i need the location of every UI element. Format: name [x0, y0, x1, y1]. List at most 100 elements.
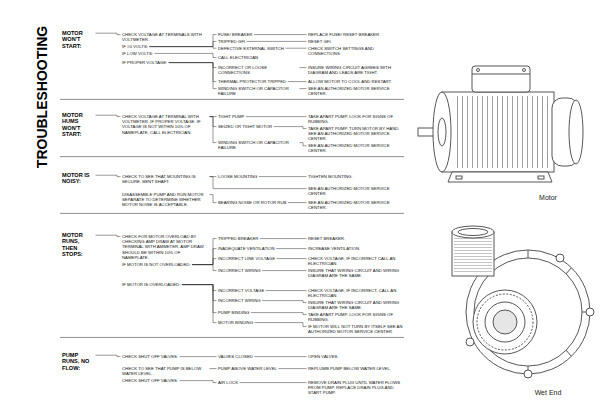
step-text: TIGHT PUMP — [218, 114, 244, 119]
motor-drawing — [418, 66, 583, 182]
connector-line — [192, 249, 216, 265]
connector-line — [288, 81, 307, 82]
section-divider — [60, 213, 404, 214]
connector-line — [180, 381, 217, 383]
connector-line — [255, 323, 307, 327]
connector-line — [254, 34, 307, 35]
cause-text: TRIPPED GFI — [218, 39, 245, 44]
connector-line — [300, 143, 307, 146]
remedy-text: CHECK SWITCH SETTINGS AND CONNECTIONS. — [308, 46, 404, 56]
step-text: CHECK SWITCH SETTINGS AND CONNECTIONS. — [308, 46, 404, 56]
connector-line — [210, 195, 217, 203]
connector-line — [251, 313, 307, 315]
connector-line — [192, 239, 216, 265]
step-text: TAKE APART PUMP, LOOK FOR SIGNS OF RUBBI… — [308, 114, 404, 124]
connector-line — [169, 63, 217, 68]
cause-text: INCORRECT WIRING — [218, 298, 261, 303]
check-step: IF MOTOR IS OVERLOADED: — [122, 282, 180, 287]
cause-text: INCORRECT WIRING — [218, 268, 261, 273]
step-text: INSURE THAT WIRING CIRCUIT AND WIRING DI… — [308, 268, 404, 278]
section-heading: MOTOR RUNS, THEN STOPS: — [62, 232, 94, 258]
section-heading: MOTOR IS NOISY: — [62, 172, 94, 185]
step-text: MOTOR HUMS WON'T START: — [62, 112, 94, 138]
cause-text: TIGHT PUMP — [218, 114, 244, 119]
step-text: SEE AN AUTHORIZED MOTOR SERVICE CENTER. — [308, 200, 404, 210]
remedy-text: CHECK VOLTAGE, IF INCORRECT CALL AN ELEC… — [308, 256, 404, 266]
section-divider — [60, 337, 404, 338]
connector-line — [246, 116, 307, 117]
step-text: SEE AN AUTHORIZED MOTOR SERVICE CENTER. — [308, 86, 404, 96]
step-text: AIR LOCK — [218, 380, 238, 385]
connector-line — [300, 88, 307, 89]
remedy-text: RESET GFI. — [308, 39, 332, 44]
step-text: IF PROPER VOLTAGE: — [122, 60, 167, 65]
check-step: IF #0 VOLTS: — [122, 44, 148, 49]
cause-text: FUSE/ BREAKER — [218, 32, 252, 37]
step-text: INSURE WIRING CIRCUIT AGREES WITH DIAGRA… — [308, 65, 404, 75]
step-text: INSURE THAT WIRING CIRCUIT AND WIRING DI… — [308, 300, 404, 310]
step-text: IF MOTOR IS NOT OVERLOADED: — [122, 262, 191, 267]
step-text: INCORRECT WIRING — [218, 298, 261, 303]
step-text: SEE AN AUTHORIZED MOTOR SERVICE CENTER. — [308, 186, 404, 196]
connector-line — [260, 238, 307, 239]
vertical-title: TROUBLESHOOTING — [34, 26, 50, 168]
step-text: INCORRECT LINE VOLTAGE — [218, 256, 275, 261]
step-text: BEARING NOISE OR ROTOR RUB — [218, 200, 286, 205]
step-text: CHECK TO SEE THAT MOUNTING IS SECURE. BE… — [122, 174, 208, 184]
step-text: CHECK SHUT OFF VALVES. — [122, 378, 178, 383]
step-text: IF LOW VOLTS: — [122, 51, 153, 56]
connector-line — [182, 285, 217, 323]
wet-end-drawing — [452, 226, 594, 378]
step-text: IF #0 VOLTS: — [122, 44, 148, 49]
connector-line — [259, 176, 307, 177]
connector-line — [266, 290, 307, 291]
step-text: SEIZED OR TIGHT MOTOR — [218, 124, 272, 129]
remedy-text: CHECK VOLTAGE, IF INCORRECT, CALL AN ELE… — [308, 288, 404, 298]
connector-line — [182, 285, 217, 291]
connector-line — [210, 117, 217, 143]
step-text: SEE AN AUTHORIZED MOTOR SERVICE CENTER. — [308, 143, 404, 153]
step-text: CHECK FOR MOTOR OVERLOAD BY CHECKING AMP… — [122, 234, 208, 260]
step-text: MOTOR RUNS, THEN STOPS: — [62, 232, 94, 258]
step-text: CALL ELECTRICIAN — [218, 55, 258, 60]
step-text: INCORRECT WIRING — [218, 268, 261, 273]
cause-text: SEIZED OR TIGHT MOTOR — [218, 124, 272, 129]
remedy-text: INSURE THAT WIRING CIRCUIT AND WIRING DI… — [308, 300, 404, 310]
step-text: THERMAL PROTECTOR TRIPPED — [218, 79, 286, 84]
cause-text: MOTOR BINDING — [218, 320, 253, 325]
connector-line — [96, 115, 121, 116]
step-text: INCORRECT VOLTAGE — [218, 288, 264, 293]
connector-line — [169, 63, 217, 82]
check-step: CHECK VOLTAGE AT TERMINAL WITH VOLTMETER… — [122, 114, 208, 135]
check-step: CHECK SHUT OFF VALVES. — [122, 378, 178, 383]
cause-text: INCORRECT LINE VOLTAGE — [218, 256, 275, 261]
connector-line — [300, 67, 307, 68]
remedy-text: RESET BREAKER. — [308, 236, 345, 241]
connector-line — [246, 41, 306, 42]
step-text: INCREASE VENTILATION. — [308, 246, 360, 251]
section-divider — [60, 99, 404, 100]
check-step: IF MOTOR IS NOT OVERLOADED: — [122, 262, 191, 267]
step-text: CHECK VOLTAGE, IF INCORRECT CALL AN ELEC… — [308, 256, 404, 266]
connector-line — [182, 285, 217, 313]
step-text: WINDING SWITCH OR CAPACITOR FAILURE — [218, 140, 298, 150]
step-text: IF MOTOR IS OVERLOADED: — [122, 282, 180, 287]
check-step: CHECK TO SEE THAT PUMP IS BELOW WATER LE… — [122, 366, 208, 376]
step-text: REMOVE DRAIN PLUG UNTIL WATER FLOWS FROM… — [308, 380, 404, 396]
step-text: DISASSEMBLE PUMP AND RUN MOTOR SEPARATE … — [122, 192, 208, 208]
connector-line — [277, 258, 307, 259]
remedy-text: TIGHTEN MOUNTING. — [308, 174, 353, 179]
step-text: CHECK VOLTAGE AT TERMINALS WITH VOLTMETE… — [122, 32, 208, 42]
connector-line — [96, 235, 121, 236]
section-heading: PUMP RUNS, NO FLOW: — [62, 352, 94, 371]
check-step: IF LOW VOLTS: — [122, 51, 153, 56]
remedy-text: INCREASE VENTILATION. — [308, 246, 360, 251]
step-text: PUMP RUNS, NO FLOW: — [62, 352, 94, 371]
connector-line — [169, 63, 217, 89]
remedy-text: IF MOTOR WILL NOT TURN BY ITSELF SEE AN … — [308, 324, 404, 334]
connector-line — [96, 355, 121, 356]
section-heading: MOTOR HUMS WON'T START: — [62, 112, 94, 138]
step-text: MOTOR WON'T START: — [62, 30, 94, 49]
part-label: Wet End — [535, 389, 562, 396]
